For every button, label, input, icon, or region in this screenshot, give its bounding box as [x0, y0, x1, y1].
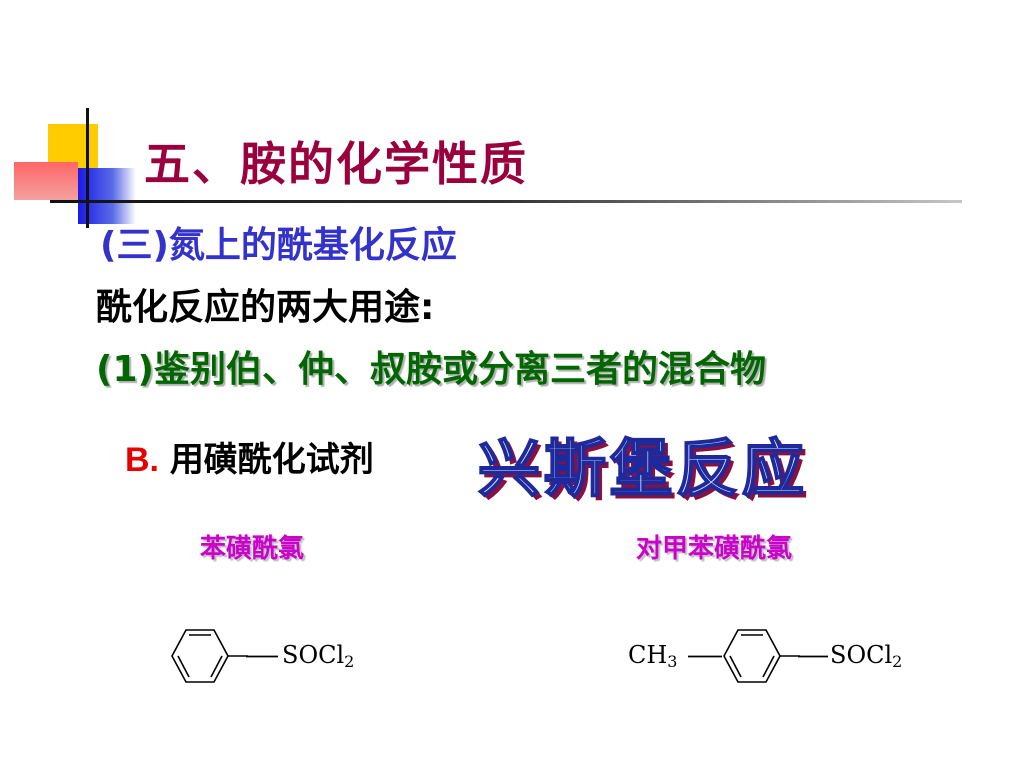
methyl-group: CH3 — [628, 641, 677, 671]
reagent-label-tosyl-chloride: 对甲苯磺酰氯 — [636, 534, 793, 564]
structure-tosyl-chloride — [723, 629, 800, 683]
use-item-1: (1)鉴别伯、仲、叔胺或分离三者的混合物 — [96, 349, 766, 390]
section-subtitle: (三)氮上的酰基化反应 — [100, 225, 457, 266]
aromatic-bond — [762, 655, 775, 678]
benzene-ring — [723, 629, 781, 683]
ch-subscript: 3 — [667, 652, 678, 671]
socl-subscript: 2 — [344, 652, 355, 671]
point-b: B. 用磺酰化试剂 — [125, 432, 374, 481]
structure-benzenesulfonyl-chloride — [171, 629, 248, 683]
aromatic-bond — [729, 655, 742, 678]
uses-heading: 酰化反应的两大用途: — [96, 287, 435, 328]
benzene-ring — [171, 629, 229, 683]
deco-vertical-rule — [86, 108, 89, 228]
point-b-marker: B. — [125, 441, 159, 479]
slide-title: 五、胺的化学性质 — [144, 137, 528, 191]
aromatic-bond — [177, 655, 190, 678]
title-underline — [50, 200, 962, 203]
hinsberg-reaction-wordart: 兴斯堡反应 — [477, 431, 809, 506]
bond-dash — [246, 655, 278, 658]
socl-text: SOCl — [830, 641, 893, 669]
deco-red-square — [14, 162, 78, 200]
ch-text: CH — [628, 641, 668, 669]
socl-text: SOCl — [282, 641, 345, 669]
socl-subscript: 2 — [892, 652, 903, 671]
aromatic-bond — [210, 655, 223, 678]
sulfonyl-chloride-group-1: SOCl2 — [282, 641, 354, 671]
reagent-label-benzenesulfonyl-chloride: 苯磺酰氯 — [200, 534, 305, 564]
sulfonyl-chloride-group-2: SOCl2 — [830, 641, 902, 671]
bond-dash — [688, 655, 722, 658]
point-b-text: 用磺酰化试剂 — [169, 440, 374, 480]
bond-dash — [798, 655, 828, 658]
